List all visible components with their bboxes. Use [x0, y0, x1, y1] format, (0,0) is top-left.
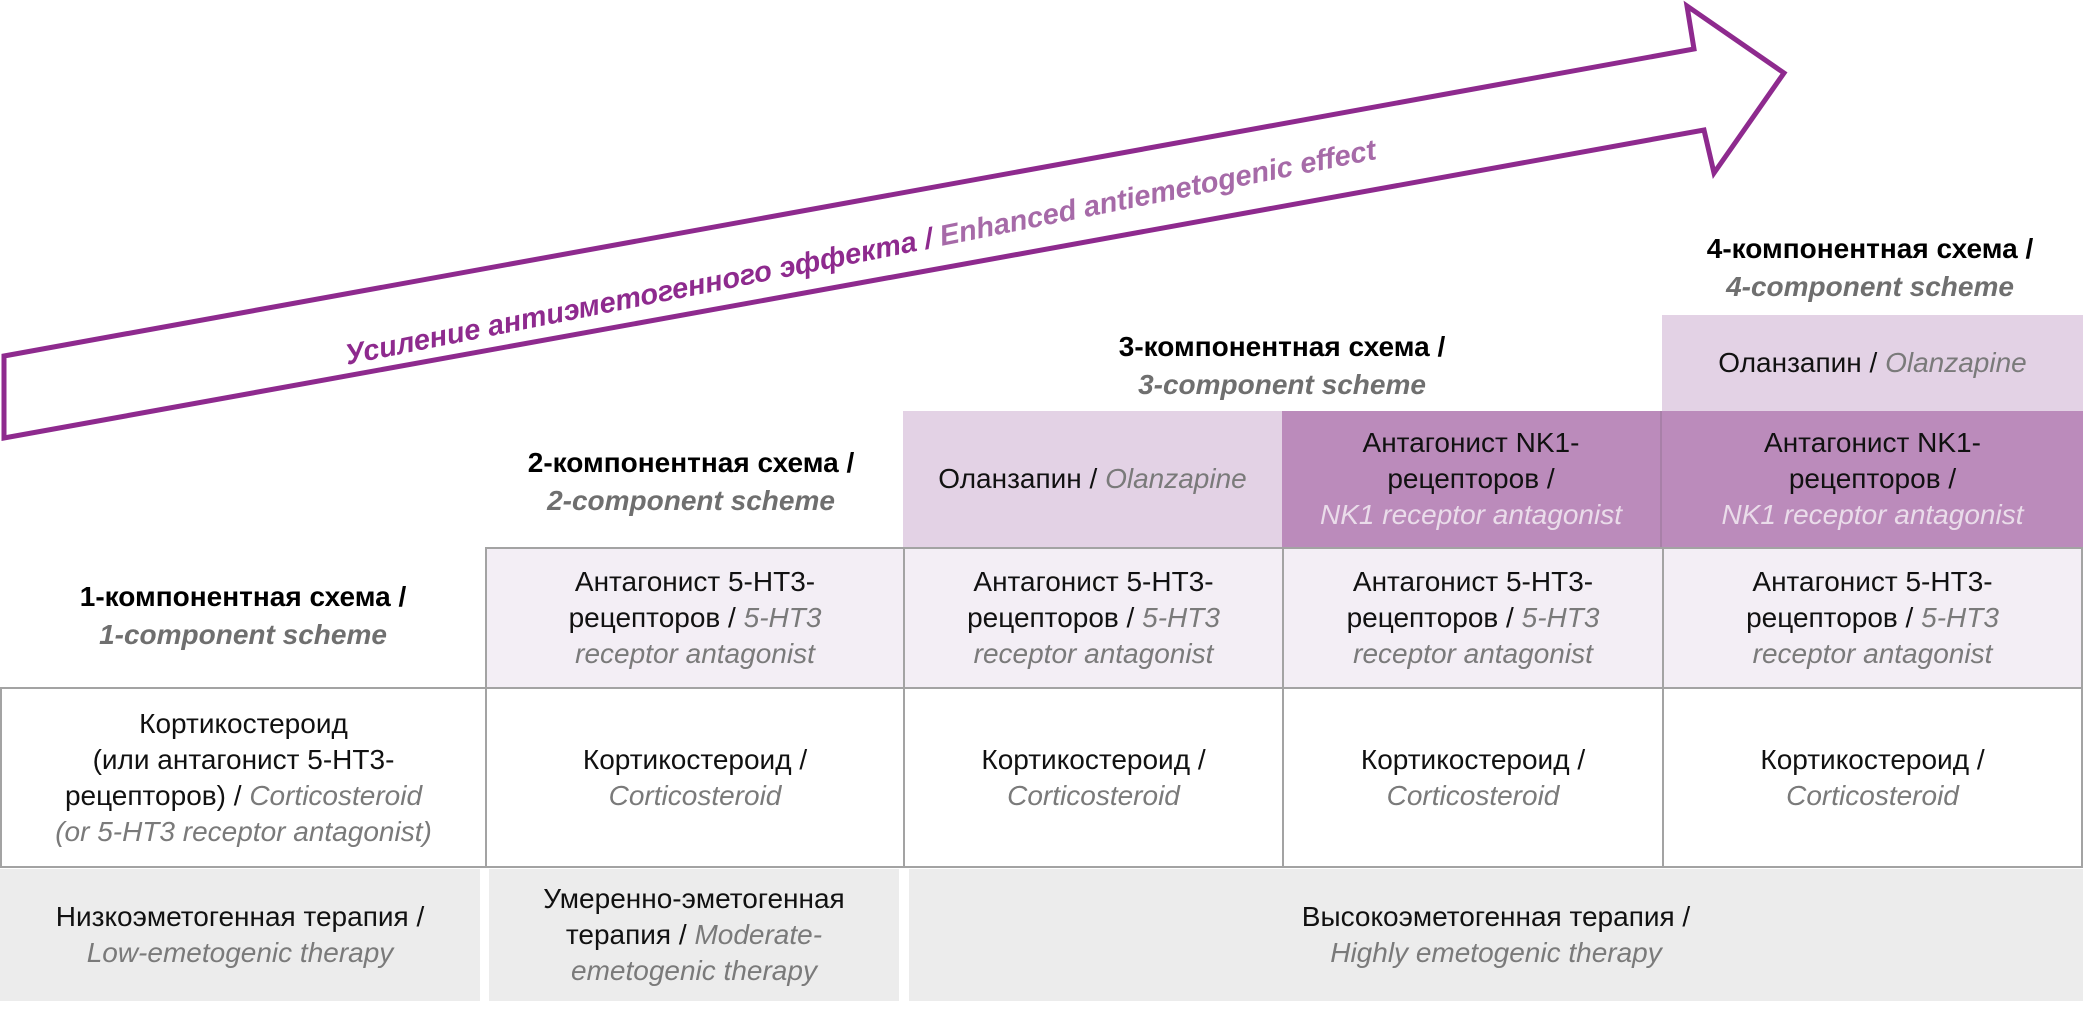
cell-olanzapine-3: Оланзапин / Olanzapine — [903, 411, 1282, 547]
therapy-high: Высокоэметогенная терапия /Highly emetog… — [909, 869, 2083, 1001]
cell-nk1-3: Антагонист NK1-рецепторов /NK1 receptor … — [1282, 411, 1662, 547]
heading-3-component: 3-компонентная схема /3-component scheme — [1118, 331, 1446, 400]
heading-4-component: 4-компонентная схема /4-component scheme — [1706, 233, 2034, 302]
cell-olanzapine-4: Оланзапин / Olanzapine — [1662, 315, 2083, 411]
cell-cortico-2: Кортикостероид /Corticosteroid — [485, 687, 905, 868]
cell-cortico-3b: Кортикостероид /Corticosteroid — [1282, 687, 1664, 868]
arrow-shape — [1, 0, 1788, 441]
enhancement-arrow: Усиление антиэметогенного эффекта /Enhan… — [1, 0, 1788, 441]
cell-nk1-4: Антагонист NK1-рецепторов /NK1 receptor … — [1662, 411, 2083, 547]
cell-cortico-3a: Кортикостероид /Corticosteroid — [903, 687, 1284, 868]
cell-cortico-4: Кортикостероид /Corticosteroid — [1662, 687, 2083, 868]
heading-2-component: 2-компонентная схема /2-component scheme — [527, 447, 855, 516]
heading-1-component: 1-компонентная схема /1-component scheme — [79, 581, 407, 650]
therapy-low: Низкоэметогенная терапия /Low-emetogenic… — [0, 869, 480, 1001]
cell-cortico-1: Кортикостероид(или антагонист 5-НТ3-реце… — [0, 687, 487, 868]
